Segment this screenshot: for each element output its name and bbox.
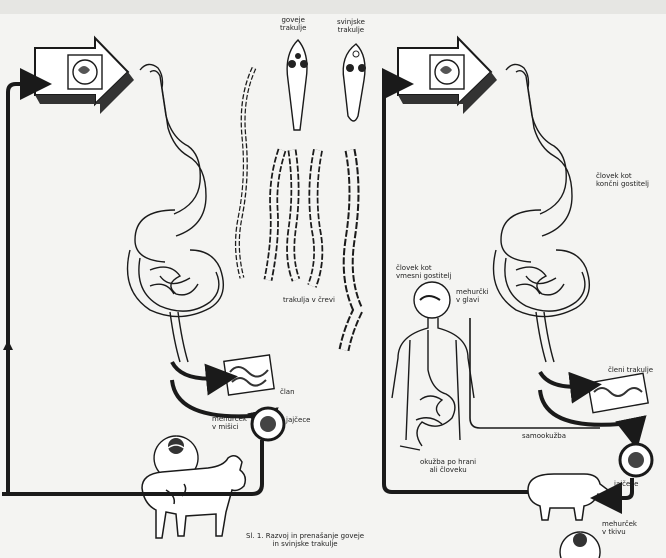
self-infection-label: samookužba [522, 432, 566, 440]
cyst-tissue-label-line1: mehurček [602, 520, 637, 528]
left-segment-image [224, 355, 274, 395]
final-host-label-line2: končni gostitelj [596, 180, 649, 188]
arrow-to-segment [172, 362, 222, 379]
intermediate-host-label-line1: človek kot [396, 264, 452, 272]
cyst-tissue-label-line2: v tkivu [602, 528, 637, 536]
left-loop-arrowhead [3, 340, 13, 350]
right-tissue-cyst-icon [560, 532, 600, 558]
left-egg-icon [252, 408, 284, 440]
left-transmission-arrow [35, 38, 134, 114]
ingestion-label-line1: okužba po hrani [420, 458, 476, 466]
intermediate-host-label-line2: vmesni gostitelj [396, 272, 452, 280]
right-digestive-tract [494, 64, 590, 362]
egg-label-left: jajčece [286, 416, 311, 424]
figure-caption-line1: Sl. 1. Razvoj in prenašanje goveje [246, 532, 364, 540]
pig-host-icon [528, 474, 608, 520]
head-cysts-label-line2: v glavi [456, 296, 489, 304]
human-host-figure [392, 282, 474, 446]
arrow-to-segments-right [540, 372, 586, 387]
intermediate-host-label: človek kot vmesni gostitelj [396, 264, 452, 280]
pork-tapeworm-label-line1: svinjske [337, 18, 365, 26]
beef-tapeworm-label-line1: goveje [280, 16, 306, 24]
left-upward-line [8, 84, 36, 492]
final-host-label-line1: človek kot [596, 172, 649, 180]
segment-label-left: član [280, 388, 295, 396]
head-cysts-label: mehurčki v glavi [456, 288, 489, 304]
human-ingestion-pointer [400, 446, 420, 450]
pork-tapeworm-label-line2: trakulje [337, 26, 365, 34]
tapeworm-intestine-label: trakulja v črevi [283, 296, 335, 304]
beef-tapeworm-label: goveje trakulje [280, 16, 306, 32]
cyst-muscle-label: mehurček v mišici [212, 415, 247, 431]
figure-caption-line2: in svinjske trakulje [246, 540, 364, 548]
cyst-tissue-label: mehurček v tkivu [602, 520, 637, 536]
pork-tapeworm-label: svinjske trakulje [337, 18, 365, 34]
scan-band [0, 0, 666, 14]
cyst-muscle-label-line1: mehurček [212, 415, 247, 423]
ingestion-label: okužba po hrani ali človeku [420, 458, 476, 474]
ingestion-label-line2: ali človeku [420, 466, 476, 474]
self-infection-line [470, 318, 600, 428]
beef-tapeworm-label-line2: trakulje [280, 24, 306, 32]
right-egg-icon [620, 444, 652, 476]
final-host-label: človek kot končni gostitelj [596, 172, 649, 188]
cyst-muscle-label-line2: v mišici [212, 423, 247, 431]
beef-tapeworm-head-icon [287, 40, 308, 130]
right-segments-image [588, 373, 648, 412]
segments-right-label: členi trakulje [608, 366, 653, 374]
head-cysts-label-line1: mehurčki [456, 288, 489, 296]
egg-label-right: jajčece [614, 480, 639, 488]
left-digestive-tract [128, 64, 224, 362]
pork-tapeworm-head-icon [343, 44, 366, 121]
figure-caption: Sl. 1. Razvoj in prenašanje goveje in sv… [246, 532, 364, 548]
right-transmission-arrow [398, 38, 497, 114]
